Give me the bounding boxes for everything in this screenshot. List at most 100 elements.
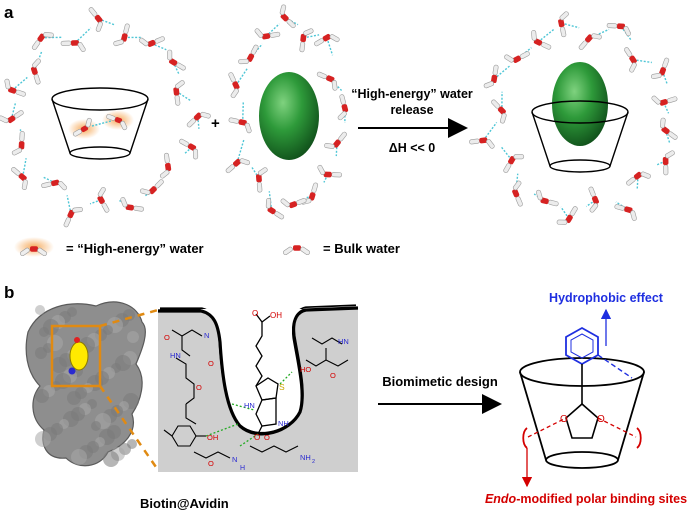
water-molecule	[651, 95, 678, 106]
water-molecule	[279, 4, 296, 29]
hydrogen-bond	[326, 37, 334, 56]
water-molecule	[317, 164, 342, 178]
water-molecule	[265, 197, 285, 220]
hydrogen-bond	[42, 176, 56, 184]
hydrogen-bond	[561, 22, 580, 29]
panel-a-label: a	[4, 3, 14, 22]
endo-italic: Endo	[485, 492, 517, 506]
water-molecule	[186, 111, 211, 128]
chem-o-urea: O	[254, 433, 260, 442]
surface-bump	[51, 357, 67, 373]
hydrogen-bond	[303, 34, 320, 39]
zoom-line-top	[99, 308, 159, 328]
hydrogen-bond	[98, 18, 116, 26]
chem-o-top: O	[252, 309, 258, 318]
water-molecule	[88, 7, 103, 32]
chem-o-pep2: O	[196, 383, 202, 392]
hydrogen-bond	[151, 42, 167, 51]
biotin-avidin-caption: Biotin@Avidin	[140, 496, 229, 511]
chem-ho-right: HO	[300, 365, 311, 374]
hydrogen-bond	[501, 146, 513, 161]
legend-high-energy-water-icon	[14, 237, 54, 257]
arrow-label-line1: “High-energy” water	[351, 87, 473, 101]
designed-host-cage: O O	[519, 326, 645, 469]
legend-bulk-water-icon	[283, 245, 310, 256]
endo-rest: -modified polar binding sites	[516, 492, 687, 506]
panel-b-label: b	[4, 283, 14, 302]
biomimetic-design-label: Biomimetic design	[382, 374, 498, 389]
hydrogen-bond	[241, 100, 245, 123]
water-molecule	[536, 189, 559, 207]
chem-n-pep: N	[204, 331, 209, 340]
chem-o-bottom: O	[208, 459, 214, 468]
water-molecule	[662, 150, 675, 176]
chem-oh-tyr: OH	[207, 433, 218, 442]
chem-s: S	[279, 382, 285, 392]
surface-bump	[71, 449, 87, 465]
water-molecule	[228, 117, 252, 134]
water-molecule	[139, 179, 164, 195]
water-molecule	[316, 71, 338, 91]
surface-bump	[67, 391, 81, 405]
high-energy-water-in-cavity	[68, 110, 134, 139]
legend-high-energy-label: = “High-energy” water	[66, 241, 204, 256]
water-molecule	[624, 47, 637, 73]
chem-hn-right: HN	[338, 337, 349, 346]
binding-site-highlight-box	[50, 324, 102, 388]
hydrophobic-effect-label: Hydrophobic effect	[549, 291, 664, 305]
delta-h-label: ΔH << 0	[389, 141, 436, 155]
water-molecule	[255, 167, 268, 193]
hydrogen-bond	[175, 90, 192, 102]
water-molecule	[228, 72, 240, 99]
hydrogen-bond	[636, 175, 639, 190]
water-molecule	[41, 179, 68, 191]
surface-bump	[35, 347, 47, 359]
hydrogen-bond	[632, 58, 652, 64]
chem-o-right: O	[330, 371, 336, 380]
water-molecule	[159, 152, 172, 179]
guest-molecule-middle	[259, 72, 319, 160]
arrow-label-line2: release	[390, 103, 433, 117]
hydrogen-bond	[515, 173, 519, 194]
surface-bump	[39, 327, 49, 337]
chem-hn-left: HN	[244, 401, 255, 410]
water-molecule	[238, 44, 259, 65]
surface-bump	[103, 451, 119, 467]
water-molecule	[483, 64, 499, 89]
hydrogen-bond	[560, 206, 570, 220]
water-molecule	[0, 110, 24, 124]
water-molecule	[531, 30, 552, 50]
chem-hn-pep1: HN	[170, 351, 181, 360]
endo-label: Endo-modified polar binding sites	[485, 492, 687, 506]
water-molecule	[606, 22, 631, 37]
surface-bump	[35, 305, 45, 315]
water-molecule	[503, 154, 525, 173]
chem-n-bottom: N	[232, 455, 237, 464]
water-molecule	[113, 23, 130, 47]
hydrogen-bond	[661, 71, 668, 85]
host-cavity-left	[51, 87, 149, 160]
water-molecule	[254, 28, 281, 40]
chem-nh-right: NH	[278, 419, 289, 428]
water-molecule	[138, 36, 165, 47]
water-molecule	[588, 186, 599, 213]
biotin-ligand-in-pocket	[68, 337, 89, 375]
plus-sign: +	[211, 115, 220, 132]
host-guest-complex	[531, 62, 629, 173]
water-molecule	[651, 57, 670, 79]
water-molecule	[512, 180, 523, 207]
hydrogen-bond	[268, 191, 273, 211]
dioxolane-o-left: O	[560, 414, 568, 425]
surface-bump	[91, 421, 101, 431]
water-molecule	[314, 33, 340, 47]
chem-oh-top: OH	[270, 311, 282, 320]
water-molecule	[504, 51, 530, 63]
hydrogen-bond	[516, 47, 532, 60]
water-molecule	[63, 206, 83, 228]
hydrogen-bond	[10, 101, 17, 120]
hydrogen-bond	[66, 195, 72, 215]
water-molecule	[179, 138, 199, 160]
chem-o-pep3: O	[208, 359, 214, 368]
water-molecule	[491, 99, 507, 124]
water-molecule	[469, 137, 495, 149]
